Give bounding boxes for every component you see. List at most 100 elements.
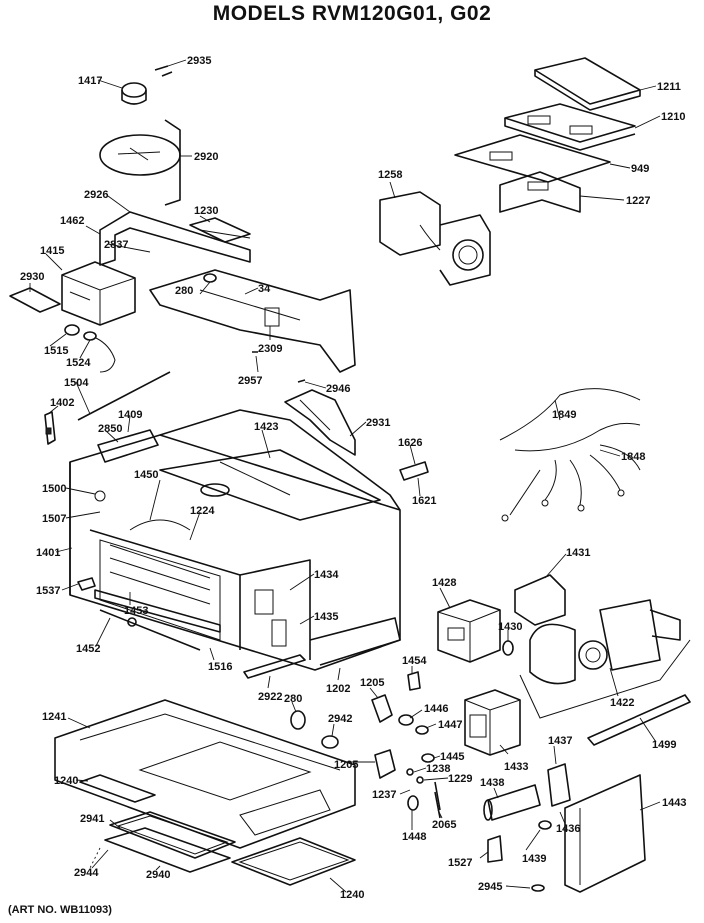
label-1439: 1439 <box>522 853 546 865</box>
label-1415: 1415 <box>40 245 64 257</box>
label-1537: 1537 <box>36 585 60 597</box>
label-1240-left: 1240 <box>54 775 78 787</box>
lamp-280 <box>290 710 306 730</box>
bracket-1230 <box>189 217 251 243</box>
label-1238: 1238 <box>426 763 450 775</box>
screw-2065 <box>434 791 441 819</box>
cabinet-top-panel <box>149 269 356 373</box>
screws-2935 <box>154 65 173 77</box>
control-panel-1453 <box>94 589 221 633</box>
lamp-socket-1205 <box>371 694 396 779</box>
label-2944: 2944 <box>74 867 99 879</box>
label-1527: 1527 <box>448 857 472 869</box>
bottom-panel-1241 <box>54 699 356 849</box>
label-1417: 1417 <box>78 75 102 87</box>
label-2941: 2941 <box>80 813 104 825</box>
label-1462: 1462 <box>60 215 84 227</box>
label-2922: 2922 <box>258 691 282 703</box>
switch-2930 <box>9 287 61 313</box>
switch-1626-1621 <box>399 461 429 481</box>
label-1849: 1849 <box>552 409 576 421</box>
label-1621: 1621 <box>412 495 436 507</box>
label-1428: 1428 <box>432 577 456 589</box>
capacitor-1438 <box>483 784 541 821</box>
label-1438: 1438 <box>480 777 504 789</box>
label-2942: 2942 <box>328 713 352 725</box>
magnetron <box>437 599 501 663</box>
label-280-top: 280 <box>175 285 193 297</box>
label-2930: 2930 <box>20 271 44 283</box>
label-1211: 1211 <box>657 81 681 93</box>
label-1435: 1435 <box>314 611 338 623</box>
label-1224: 1224 <box>190 505 215 517</box>
wire-harness <box>499 388 641 522</box>
turntable-tray <box>99 119 181 206</box>
label-280-bottom: 280 <box>284 693 302 705</box>
bracket-1437 <box>547 763 571 807</box>
label-1448: 1448 <box>402 831 426 843</box>
label-1445: 1445 <box>440 751 464 763</box>
label-1430: 1430 <box>498 621 522 633</box>
label-1437: 1437 <box>548 735 572 747</box>
leader-lines <box>29 59 661 893</box>
label-2926: 2926 <box>84 189 108 201</box>
rail-2922 <box>243 654 306 679</box>
label-2935: 2935 <box>187 55 211 67</box>
label-1423: 1423 <box>254 421 278 433</box>
light-socket-2942 <box>321 735 339 749</box>
door-glass-2941 <box>109 811 236 859</box>
vent-plate-949 <box>454 134 611 183</box>
label-2309: 2309 <box>258 343 282 355</box>
mounting-plate-1227 <box>499 171 581 213</box>
label-1446: 1446 <box>424 703 448 715</box>
label-2940: 2940 <box>146 869 170 881</box>
turntable-motor <box>121 82 147 105</box>
door-frame-2940 <box>104 827 231 873</box>
label-1205-top: 1205 <box>360 677 384 689</box>
interlock-1402 <box>44 411 56 445</box>
label-1422: 1422 <box>610 697 634 709</box>
label-2946: 2946 <box>326 383 350 395</box>
label-1499: 1499 <box>652 739 676 751</box>
transformer-1433 <box>464 689 521 756</box>
hinge-1409 <box>97 429 159 463</box>
label-1409: 1409 <box>118 409 142 421</box>
diode-1448 <box>407 795 419 811</box>
label-1434: 1434 <box>314 569 339 581</box>
page-title: MODELS RVM120G01, G02 <box>212 2 492 25</box>
label-1431: 1431 <box>566 547 590 559</box>
label-1240-right: 1240 <box>340 889 364 901</box>
label-2065: 2065 <box>432 819 456 831</box>
art-number: (ART NO. WB11093) <box>8 904 112 916</box>
label-1241: 1241 <box>42 711 66 723</box>
label-1454: 1454 <box>402 655 427 667</box>
label-1524: 1524 <box>66 357 91 369</box>
label-1626: 1626 <box>398 437 422 449</box>
label-1507: 1507 <box>42 513 66 525</box>
charcoal-filter-1210 <box>504 103 636 151</box>
label-1447: 1447 <box>438 719 462 731</box>
label-1848: 1848 <box>621 451 645 463</box>
blower-assembly <box>379 191 491 286</box>
label-1433: 1433 <box>504 761 528 773</box>
label-1443: 1443 <box>662 797 686 809</box>
thermostat-1430 <box>502 640 514 656</box>
label-2957: 2957 <box>238 375 262 387</box>
label-34: 34 <box>258 283 271 295</box>
label-1210: 1210 <box>661 111 685 123</box>
label-1516: 1516 <box>208 661 232 673</box>
fan-duct-1431 <box>514 574 566 626</box>
rail-1499 <box>587 694 691 746</box>
label-2837: 2837 <box>104 239 128 251</box>
diode-1439 <box>538 820 552 830</box>
bracket-1527 <box>487 835 503 863</box>
label-2945: 2945 <box>478 881 502 893</box>
grille-1240 <box>79 774 356 886</box>
rod-1504 <box>77 371 171 421</box>
electronic-control-1415 <box>61 261 136 326</box>
label-1500: 1500 <box>42 483 66 495</box>
grease-filter-1211 <box>534 57 641 111</box>
label-1229: 1229 <box>448 773 472 785</box>
label-1227: 1227 <box>626 195 650 207</box>
